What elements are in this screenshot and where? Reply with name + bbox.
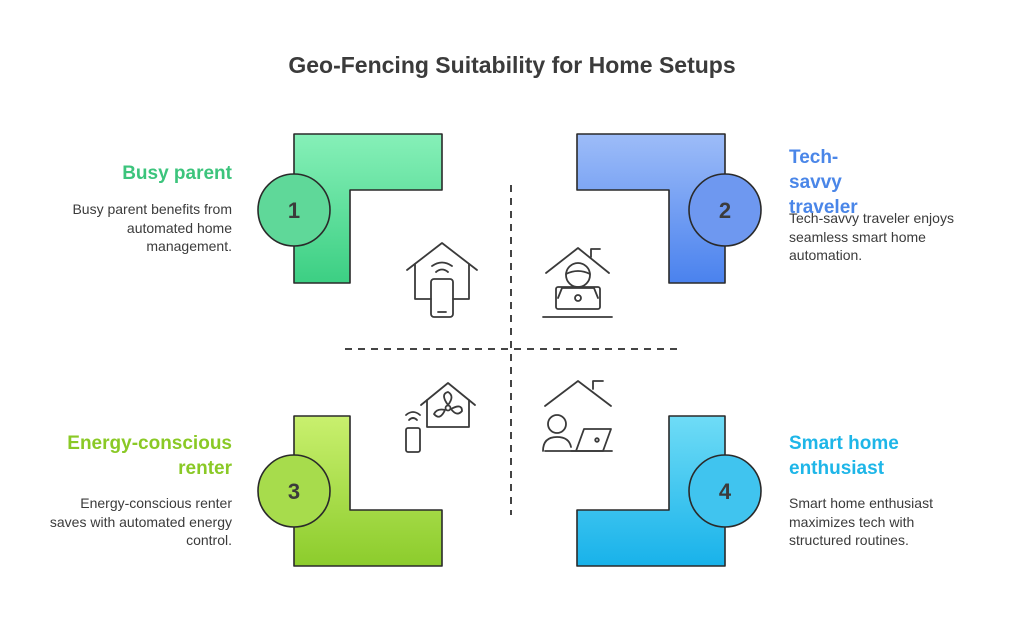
quadrant-1-description: Busy parent benefits from automated home… — [72, 201, 232, 254]
svg-text:3: 3 — [288, 479, 300, 504]
quadrant-4-shape — [576, 415, 726, 567]
page-title: Geo-Fencing Suitability for Home Setups — [288, 52, 736, 78]
number-badge-3: 3 — [257, 454, 331, 528]
quadrant-4-title: Smart home enthusiast — [789, 433, 899, 479]
svg-text:1: 1 — [288, 198, 300, 223]
house-with-fan-and-phone-icon — [405, 382, 476, 453]
quadrant-2-description: Tech-savvy traveler enjoys seamless smar… — [789, 210, 954, 263]
quadrant-4-description: Smart home enthusiast maximizes tech wit… — [789, 495, 933, 548]
quadrant-2-title: Tech-savvy traveler — [789, 147, 858, 218]
number-badge-1: 1 — [257, 173, 331, 247]
quadrant-1-title: Busy parent — [122, 163, 232, 184]
quadrant-3-description: Energy-conscious renter saves with autom… — [49, 495, 232, 548]
quadrant-1-shape — [293, 133, 443, 284]
number-badge-2: 2 — [688, 173, 762, 247]
number-badge-4: 4 — [688, 454, 762, 528]
svg-text:4: 4 — [719, 479, 732, 504]
quadrant-2-shape — [576, 133, 726, 284]
quadrant-3-title: Energy-conscious renter — [67, 433, 232, 479]
house-with-laptop-user-icon — [542, 247, 613, 318]
house-with-phone-icon — [406, 242, 478, 318]
quadrant-3-shape — [293, 415, 443, 567]
svg-text:2: 2 — [719, 198, 731, 223]
person-with-laptop-and-house-icon — [542, 380, 613, 452]
